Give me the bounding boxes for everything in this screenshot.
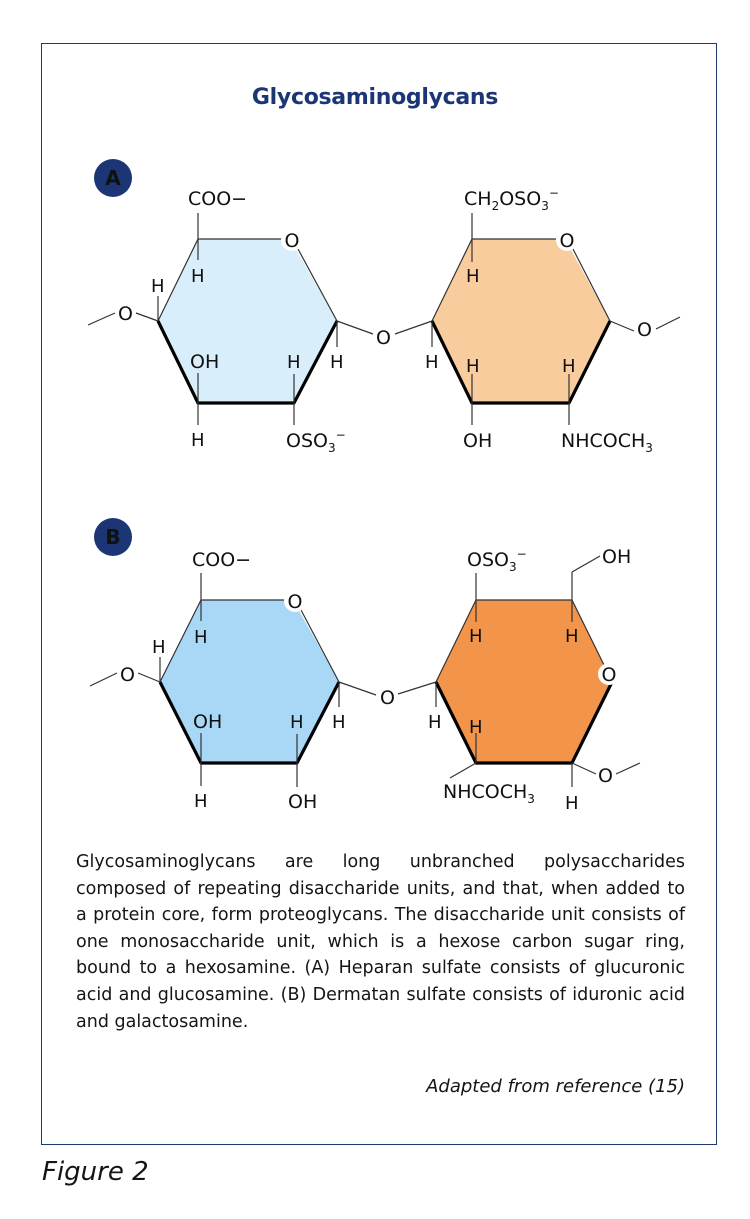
figure-title: Glycosaminoglycans [251,85,499,110]
ring-a-right [432,239,610,403]
b-right-link-oxygen: O [598,765,613,787]
ring-a-left-oxygen-bg [281,229,303,251]
b-left-oh-bottom: OH [288,791,317,813]
b-left-link-oxygen: O [120,664,135,686]
b-left-h-c1: H [332,712,346,733]
b-right-bottom-group: NHCOCH3 [443,781,535,806]
a-left-h-c4: H [151,276,165,297]
a-left-h-c1: H [330,352,344,373]
b-right-h-c4: H [469,626,483,647]
a-left-bottom-group: OSO3− [286,428,346,455]
ring-b-left-oxygen: O [288,591,303,613]
a-right-bottom-group: NHCOCH3 [561,430,653,455]
ring-b-right [436,600,612,763]
b-left-oh-c3: OH [193,711,222,733]
b-right-h-c5: H [565,626,579,647]
figure-frame [41,43,717,1145]
ring-a-right-oxygen-bg [556,229,578,251]
a-left-top-group: COO− [188,188,247,210]
a-left-h-c5: H [191,266,205,287]
a-glycosidic-oxygen: O [376,327,391,349]
ring-b-right-bold-edges [434,681,614,765]
b-left-h-c5: H [194,627,208,648]
a-left-link-oxygen: O [118,303,133,325]
b-right-top-right-group: OH [602,546,631,568]
ring-a-right-thin-edge-2 [572,248,611,322]
panel-b: B O COO− H H O OH H H H OH O [89,518,641,814]
b-left-top-group: COO− [192,549,251,571]
b-right-top-group: OSO3− [467,547,527,574]
figure-caption: Glycosaminoglycans are long unbranched p… [76,852,685,1032]
b-left-h-c3: H [194,791,208,812]
a-right-link-oxygen: O [637,319,652,341]
ring-b-left-thin-edge-2 [300,609,340,683]
figure-label: Figure 2 [42,1157,149,1187]
ring-b-left-oxygen-bg [284,590,306,612]
structure-diagram: A O COO− H H O OH H H H OSO3− O [87,159,681,814]
a-right-top-group: CH2OSO3− [464,186,559,213]
a-right-h-c5: H [466,266,480,287]
ring-a-right-oxygen: O [560,230,575,252]
b-right-h-bottom: H [565,793,579,814]
ring-a-right-bold-edges [430,320,612,405]
ring-a-left-oxygen: O [285,230,300,252]
ring-b-left-bold-edges [158,681,341,765]
badge-b [94,518,132,556]
ring-b-right-oxygen-bg [598,663,620,685]
ring-b-right-thin-edges [435,599,605,683]
source-credit: Adapted from reference (15) [426,1076,685,1097]
a-left-h-c3: H [191,430,205,451]
panel-a: A O COO− H H O OH H H H OSO3− O [87,159,681,455]
a-right-h-c1: H [425,352,439,373]
b-left-h-c4: H [152,637,166,658]
ring-a-left [158,239,337,403]
a-right-h-c3: H [562,356,576,377]
ring-a-left-bold-edges [156,320,339,405]
a-right-h-c2: H [466,356,480,377]
a-left-oh-c3: OH [190,351,219,373]
a-left-h-c2: H [287,352,301,373]
badge-a-letter: A [105,166,121,190]
b-right-h-c2: H [469,717,483,738]
ring-b-right-oxygen: O [602,664,617,686]
badge-b-letter: B [105,525,120,549]
ring-b-left [160,600,339,763]
b-right-h-c1: H [428,712,442,733]
badge-a [94,159,132,197]
b-glycosidic-oxygen: O [380,687,395,709]
ring-a-left-thin-edge-2 [297,248,338,322]
b-left-h-c2: H [290,712,304,733]
a-right-oh: OH [463,430,492,452]
